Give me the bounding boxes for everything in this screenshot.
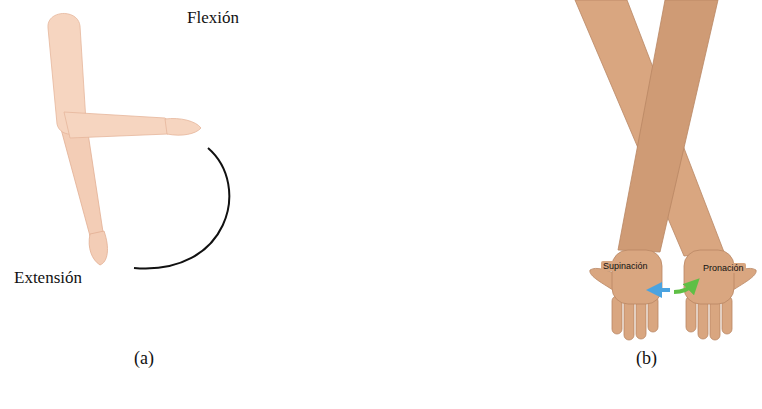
supination-arrow — [654, 288, 670, 292]
arm-flexion-extension — [48, 13, 229, 268]
hand-left — [590, 250, 662, 340]
forearms-supination-pronation — [575, 0, 756, 340]
panel-label: (b) — [636, 348, 657, 369]
hand-extended — [89, 231, 107, 265]
motion-arc — [134, 148, 229, 269]
hand-flexed — [165, 118, 201, 135]
forearm-flexed — [64, 112, 172, 138]
panel-label: (a) — [134, 348, 154, 369]
motion-label: Pronación — [701, 263, 746, 273]
forearm-left — [618, 0, 718, 252]
hand-right — [684, 250, 756, 340]
motion-label: Supinación — [601, 261, 650, 271]
motion-label: Flexión — [187, 8, 239, 28]
forearm-right — [575, 0, 724, 256]
pronation-arrow — [674, 284, 694, 292]
motion-label: Extensión — [14, 268, 82, 288]
